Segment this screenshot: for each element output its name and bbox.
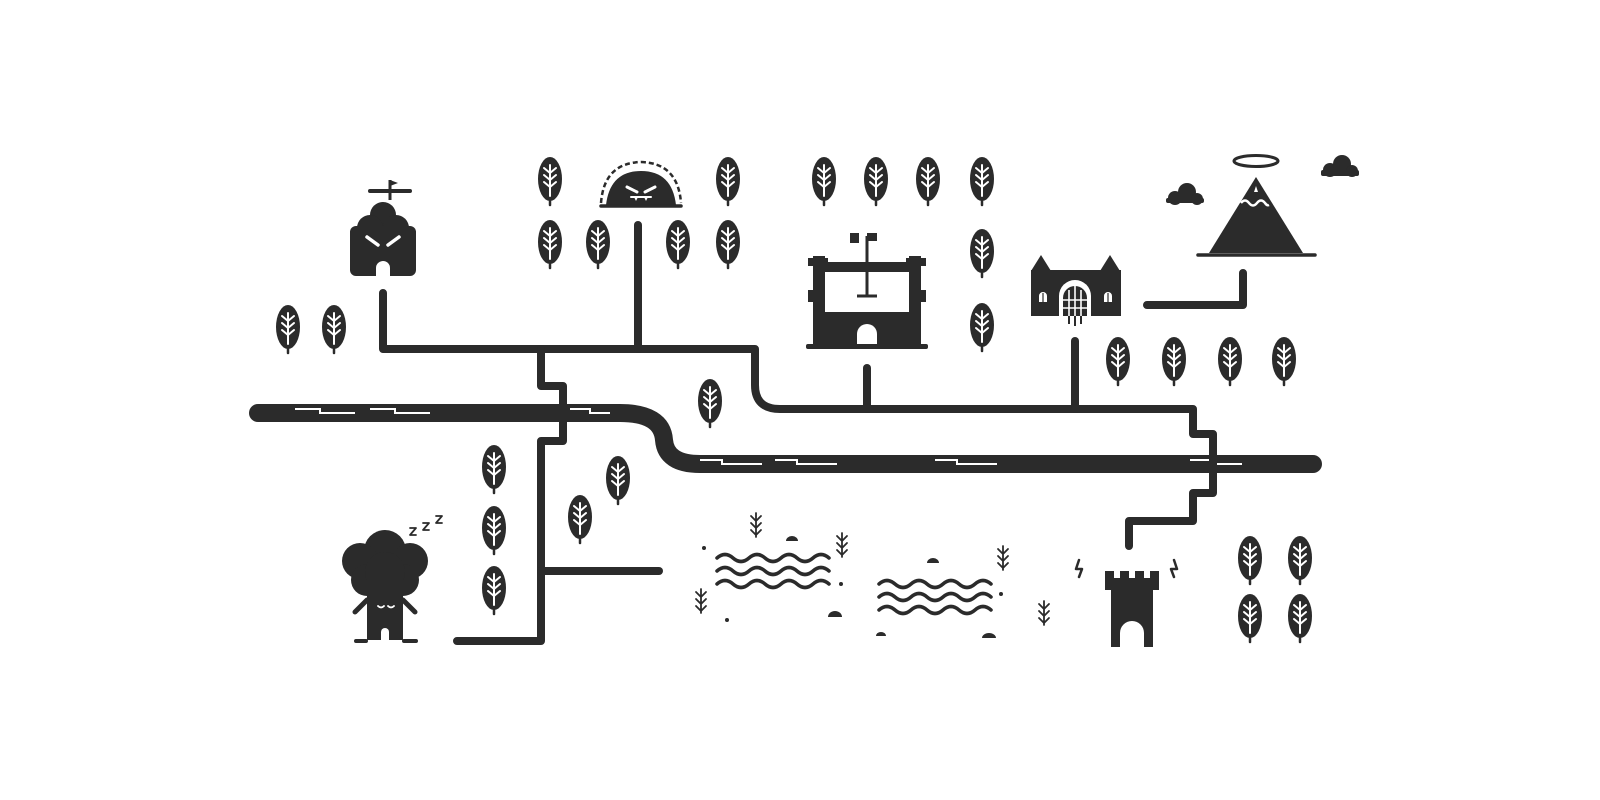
angry-hive-icon[interactable] (350, 180, 416, 276)
marsh-area (695, 512, 1050, 638)
snore-icon (409, 515, 443, 536)
river (249, 404, 1322, 473)
road-network (379, 221, 1247, 645)
grumpy-mound-icon[interactable] (599, 160, 683, 208)
cloud-icon (1321, 155, 1359, 177)
castle-icon[interactable] (806, 233, 928, 349)
cloud-icon (1166, 183, 1204, 205)
tower-icon[interactable] (1074, 558, 1179, 647)
mountain-icon[interactable] (1196, 154, 1317, 257)
manor-icon[interactable] (1031, 255, 1121, 326)
sleeping-tree-icon[interactable] (342, 515, 443, 643)
